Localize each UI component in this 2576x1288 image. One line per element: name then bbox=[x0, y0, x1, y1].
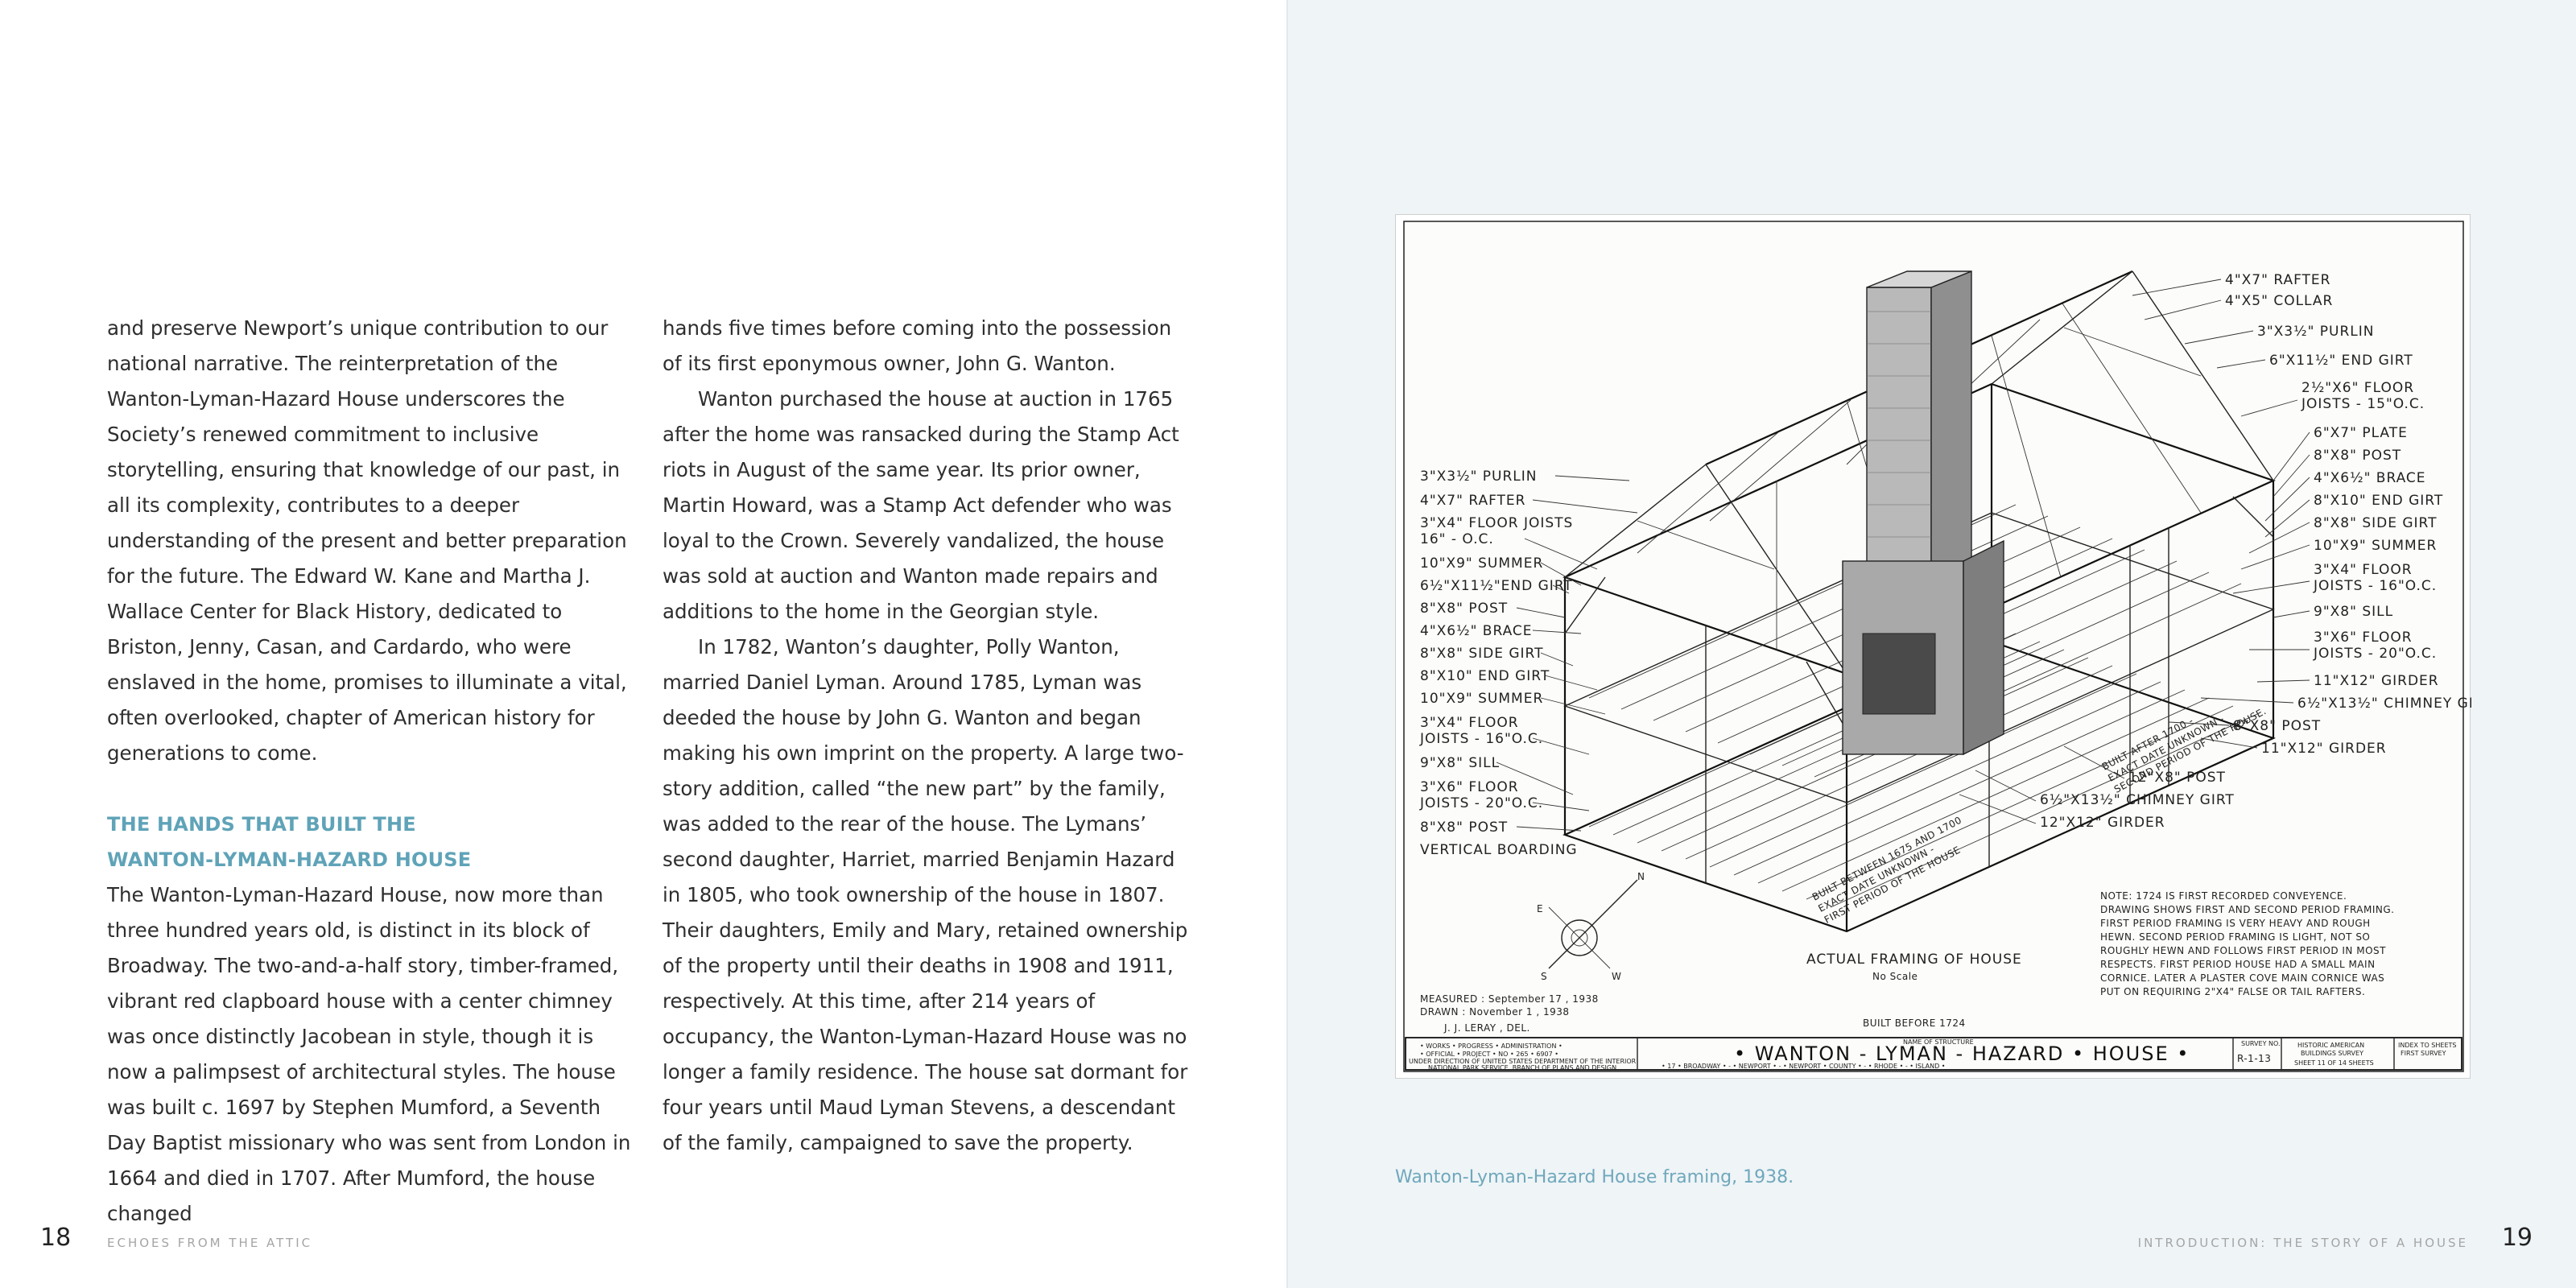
built-before: BUILT BEFORE 1724 bbox=[1863, 1018, 1966, 1029]
label: 3"X3½" PURLIN bbox=[1420, 469, 1538, 485]
label: 6½"X11½"END GIRT bbox=[1420, 578, 1573, 594]
svg-text:RESPECTS. FIRST PERIOD HOUSE: RESPECTS. FIRST PERIOD HOUSE HAD A SMALL… bbox=[2100, 959, 2376, 970]
measured-note: MEASURED : September 17 , 1938 bbox=[1420, 993, 1599, 1005]
running-head: ECHOES FROM THE ATTIC bbox=[107, 1235, 312, 1251]
label: 2½"X6" FLOOR bbox=[2301, 380, 2414, 396]
label: 11"X12" GIRDER bbox=[2261, 741, 2387, 757]
view-title: ACTUAL FRAMING OF HOUSE bbox=[1806, 952, 2022, 968]
label: 6½"X13½" CHIMNEY GIRT bbox=[2040, 792, 2235, 808]
section-heading: THE HANDS THAT BUILT THE WANTON-LYMAN-HA… bbox=[107, 807, 638, 877]
label: JOISTS - 20"O.C. bbox=[1419, 795, 1543, 811]
svg-text:CORNICE. LATER A PLASTER COVE: CORNICE. LATER A PLASTER COVE MAIN CORNI… bbox=[2100, 972, 2384, 984]
page-number: 19 bbox=[2502, 1222, 2533, 1254]
text-column-2: hands five times before coming into the … bbox=[663, 311, 1194, 1161]
svg-text:E: E bbox=[1537, 903, 1543, 914]
svg-text:HISTORIC AMERICAN: HISTORIC AMERICAN bbox=[2297, 1042, 2364, 1049]
label: 3"X4" FLOOR bbox=[2314, 562, 2413, 578]
label: 10"X9" SUMMER bbox=[1420, 555, 1543, 572]
label: 9"X8" SILL bbox=[2314, 604, 2393, 620]
label: VERTICAL BOARDING bbox=[1420, 842, 1578, 858]
svg-text:S: S bbox=[1541, 971, 1547, 982]
label: 16" - O.C. bbox=[1420, 531, 1494, 547]
structure-name: • WANTON - LYMAN - HAZARD • HOUSE • bbox=[1734, 1042, 2190, 1065]
svg-text:N: N bbox=[1637, 871, 1645, 882]
body-paragraph: The Wanton-Lyman-Hazard House, now more … bbox=[107, 877, 638, 1232]
running-head: INTRODUCTION: THE STORY OF A HOUSE bbox=[2138, 1235, 2468, 1251]
label: 4"X6½" BRACE bbox=[2314, 470, 2426, 486]
scale-note: No Scale bbox=[1872, 971, 1918, 982]
svg-text:• 17 • BROADWAY • - • NEWPORT: • 17 • BROADWAY • - • NEWPORT • - • NEWP… bbox=[1662, 1063, 1946, 1070]
label: 11"X12" GIRDER bbox=[2314, 673, 2439, 689]
svg-text:W: W bbox=[1612, 971, 1621, 982]
left-page: and preserve Newport’s unique contributi… bbox=[0, 0, 1286, 1288]
label: 10"X9" SUMMER bbox=[1420, 691, 1543, 707]
body-paragraph: Wanton purchased the house at auction in… bbox=[663, 382, 1194, 630]
svg-text:NATIONAL PARK SERVICE, BRANCH: NATIONAL PARK SERVICE, BRANCH OF PLANS A… bbox=[1428, 1064, 1616, 1071]
body-paragraph: hands five times before coming into the … bbox=[663, 311, 1194, 382]
body-paragraph: and preserve Newport’s unique contributi… bbox=[107, 311, 638, 771]
label: 4"X5" COLLAR bbox=[2225, 293, 2333, 309]
label: 6"X11½" END GIRT bbox=[2269, 353, 2413, 369]
svg-text:FIRST PERIOD FRAMING IS VERY H: FIRST PERIOD FRAMING IS VERY HEAVY AND R… bbox=[2100, 918, 2371, 929]
label: 4"X6½" BRACE bbox=[1420, 623, 1533, 639]
label: 3"X3½" PURLIN bbox=[2257, 324, 2375, 340]
label: 9"X8" SILL bbox=[1420, 755, 1500, 771]
svg-text:• OFFICIAL • PROJECT • NO • 26: • OFFICIAL • PROJECT • NO • 265 • 6907 • bbox=[1420, 1051, 1558, 1058]
label: 8"X8" SIDE GIRT bbox=[2314, 515, 2438, 531]
text-column-1: and preserve Newport’s unique contributi… bbox=[107, 311, 638, 1232]
framing-drawing: 4"X7" RAFTER 4"X5" COLLAR 3"X3½" PURLIN … bbox=[1395, 214, 2471, 1079]
section-heading-line: WANTON-LYMAN-HAZARD HOUSE bbox=[107, 842, 638, 877]
label: 3"X6" FLOOR bbox=[1420, 779, 1519, 795]
svg-text:DRAWING SHOWS FIRST AND SECOND: DRAWING SHOWS FIRST AND SECOND PERIOD FR… bbox=[2100, 904, 2395, 915]
label: 4"X7" RAFTER bbox=[1420, 493, 1526, 509]
label: 8"X8" POST bbox=[1420, 819, 1508, 836]
label: 6"X7" PLATE bbox=[2314, 425, 2408, 441]
label: JOISTS - 15"O.C. bbox=[2301, 396, 2425, 412]
svg-text:SHEET 11 OF 14 SHEETS: SHEET 11 OF 14 SHEETS bbox=[2294, 1059, 2374, 1067]
label: JOISTS - 16"O.C. bbox=[1419, 731, 1543, 747]
label: 10"X9" SUMMER bbox=[2314, 538, 2437, 554]
svg-text:• WORKS • PROGRESS • ADMINISTR: • WORKS • PROGRESS • ADMINISTRATION • bbox=[1420, 1042, 1563, 1050]
label: JOISTS - 16"O.C. bbox=[2313, 578, 2437, 594]
page-number: 18 bbox=[40, 1222, 71, 1254]
label: 3"X6" FLOOR bbox=[2314, 630, 2413, 646]
label: 4"X7" RAFTER bbox=[2225, 272, 2331, 288]
svg-text:ROUGHLY HEWN AND FOLLOWS FIRST: ROUGHLY HEWN AND FOLLOWS FIRST PERIOD IN… bbox=[2100, 945, 2386, 956]
label: 6½"X13½" CHIMNEY GIRT bbox=[2297, 696, 2471, 712]
label: 8"X10" END GIRT bbox=[1420, 668, 1550, 684]
svg-text:FIRST SURVEY: FIRST SURVEY bbox=[2401, 1050, 2446, 1057]
svg-text:NOTE: 1724 IS FIRST RECORDED: NOTE: 1724 IS FIRST RECORDED CONVEYENCE. bbox=[2100, 890, 2347, 902]
svg-text:BUILDINGS SURVEY: BUILDINGS SURVEY bbox=[2301, 1050, 2363, 1057]
svg-text:PUT ON REQUIRING 2"X4" FALSE O: PUT ON REQUIRING 2"X4" FALSE OR TAIL RAF… bbox=[2100, 986, 2365, 997]
svg-text:HEWN. SECOND PERIOD FRAMING I: HEWN. SECOND PERIOD FRAMING IS LIGHT, NO… bbox=[2100, 931, 2370, 943]
svg-text:SURVEY NO.: SURVEY NO. bbox=[2241, 1040, 2281, 1047]
drawn-note: DRAWN : November 1 , 1938 bbox=[1420, 1006, 1570, 1018]
svg-text:INDEX TO SHEETS: INDEX TO SHEETS bbox=[2398, 1042, 2456, 1049]
label: 3"X4" FLOOR bbox=[1420, 715, 1519, 731]
label: 8"X8" POST bbox=[1420, 601, 1508, 617]
svg-text:R-1-13: R-1-13 bbox=[2237, 1053, 2271, 1064]
label: 8"X8" SIDE GIRT bbox=[1420, 646, 1544, 662]
label: 8"X8" POST bbox=[2314, 448, 2401, 464]
section-heading-line: THE HANDS THAT BUILT THE bbox=[107, 807, 638, 842]
label: 8"X10" END GIRT bbox=[2314, 493, 2443, 509]
framing-drawing-svg: 4"X7" RAFTER 4"X5" COLLAR 3"X3½" PURLIN … bbox=[1396, 215, 2471, 1080]
label: JOISTS - 20"O.C. bbox=[2313, 646, 2437, 662]
figure-caption: Wanton-Lyman-Hazard House framing, 1938. bbox=[1395, 1166, 1794, 1190]
delineator: J. J. LERAY , DEL. bbox=[1443, 1022, 1530, 1034]
label: 3"X4" FLOOR JOISTS bbox=[1420, 515, 1573, 531]
body-paragraph: In 1782, Wanton’s daughter, Polly Wanton… bbox=[663, 630, 1194, 1161]
label: 12"X12" GIRDER bbox=[2040, 815, 2165, 831]
